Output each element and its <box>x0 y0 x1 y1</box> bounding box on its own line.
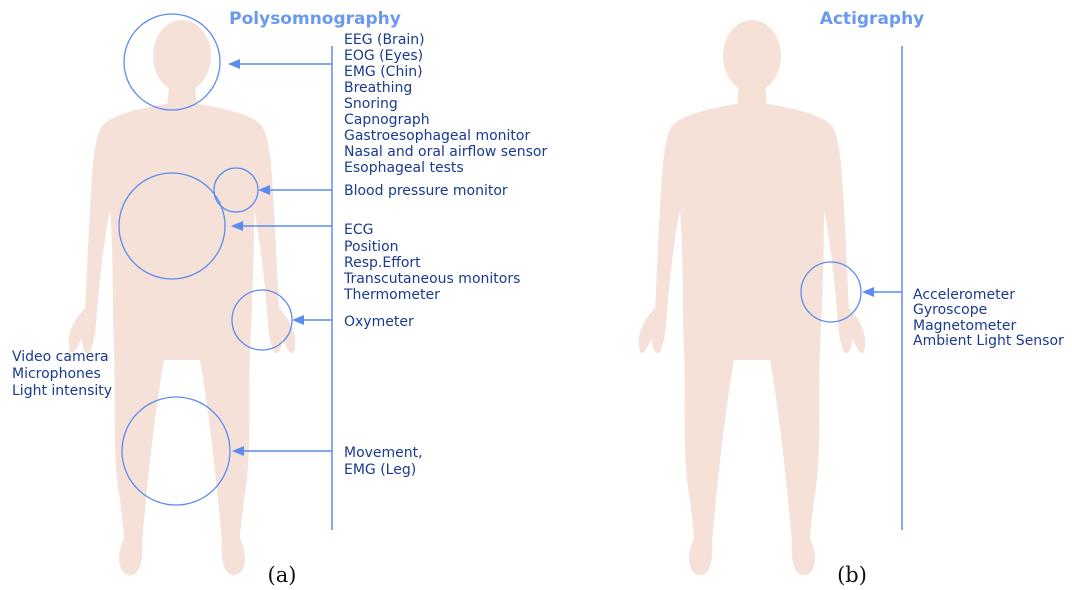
sensor-label: Esophageal tests <box>344 160 464 176</box>
caption-b: (b) <box>837 563 867 587</box>
human-silhouette-b <box>639 20 865 575</box>
arrow-wrist-sensors <box>862 287 902 297</box>
title-actigraphy: Actigraphy <box>820 9 925 29</box>
ambient-sensor-list: Video camera Microphones Light intensity <box>12 349 112 399</box>
sensor-label: Breathing <box>344 80 412 96</box>
hand-sensor-label: Oxymeter <box>344 314 414 330</box>
sensor-label: Gyroscope <box>913 302 987 318</box>
arrow-hand-sensor <box>292 315 332 325</box>
arrow-arm-sensor <box>258 185 332 195</box>
leg-sensor-list: Movement, EMG (Leg) <box>344 445 423 478</box>
sensor-label: EMG (Chin) <box>344 64 423 80</box>
sensor-label: Capnograph <box>344 112 430 128</box>
sensor-label: Nasal and oral airflow sensor <box>344 144 547 160</box>
arm-sensor-label: Blood pressure monitor <box>344 183 508 199</box>
sensor-label: EEG (Brain) <box>344 32 425 48</box>
head-sensor-list: EEG (Brain) EOG (Eyes) EMG (Chin) Breath… <box>344 32 547 176</box>
sensor-label: Ambient Light Sensor <box>913 333 1064 349</box>
torso-sensor-list: ECG Position Resp.Effort Transcutaneous … <box>343 222 520 303</box>
sensor-label: Thermometer <box>343 287 440 303</box>
sensor-label: Gastroesophageal monitor <box>344 128 530 144</box>
sensor-label: Resp.Effort <box>344 255 421 271</box>
sensor-label: Magnetometer <box>913 318 1016 334</box>
sensor-label: Snoring <box>344 96 398 112</box>
human-silhouette-a <box>69 20 295 575</box>
sensor-label: Movement, <box>344 445 423 461</box>
sensor-label: EMG (Leg) <box>344 462 416 478</box>
sensor-label: Video camera <box>12 349 109 365</box>
sensor-label: ECG <box>344 222 373 238</box>
panel-actigraphy: Actigraphy Accelerometer Gyroscope Magne… <box>639 9 1064 587</box>
caption-a: (a) <box>268 563 297 587</box>
sensor-label: EOG (Eyes) <box>344 48 423 64</box>
sensor-label: Light intensity <box>12 383 112 399</box>
sensor-label: Microphones <box>12 366 101 382</box>
sensor-label: Transcutaneous monitors <box>343 271 520 287</box>
arrow-head-sensors <box>228 59 332 69</box>
sensor-label: Position <box>344 239 399 255</box>
sensor-label: Accelerometer <box>913 287 1015 303</box>
panel-polysomnography: Polysomnography EEG <box>12 9 547 587</box>
wrist-sensor-list: Accelerometer Gyroscope Magnetometer Amb… <box>913 287 1064 349</box>
title-polysomnography: Polysomnography <box>229 9 401 29</box>
